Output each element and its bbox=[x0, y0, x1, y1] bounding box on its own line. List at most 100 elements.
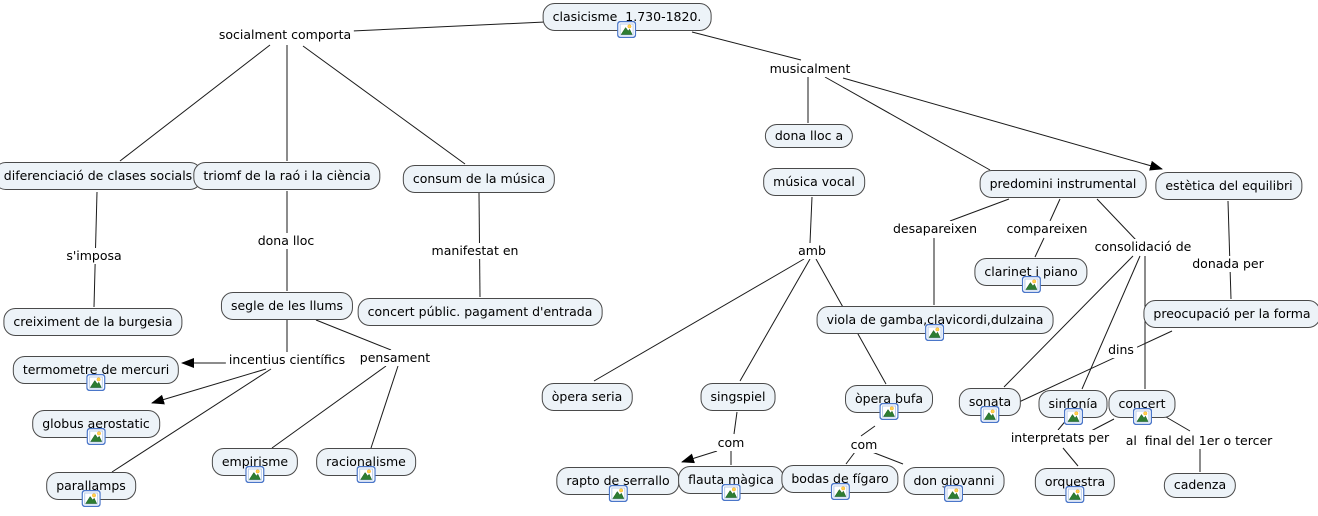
edge-concert-interpretats bbox=[1090, 418, 1115, 432]
link-label-com-right[interactable]: com bbox=[847, 437, 881, 453]
edge-consolidacio-sinfonia bbox=[1081, 255, 1141, 390]
node-clasicisme[interactable]: clasicisme 1.730-1820. bbox=[542, 3, 712, 39]
link-label-interpretats-per[interactable]: interpretats per bbox=[1007, 430, 1113, 446]
edge-compareixen-clarinet bbox=[1034, 237, 1045, 258]
node-bodas-figaro[interactable]: bodas de fígaro bbox=[781, 465, 899, 501]
link-label-consolidacio-de[interactable]: consolidació de bbox=[1091, 239, 1195, 255]
node-sonata[interactable]: sonata bbox=[958, 388, 1022, 424]
node-label: diferenciació de clases socials bbox=[3, 167, 193, 183]
node-orquestra[interactable]: orquestra bbox=[1034, 468, 1116, 504]
edge-amb-singspiel bbox=[739, 258, 811, 382]
edge-com-bodas bbox=[845, 451, 856, 465]
node-predomini-instrumental[interactable]: predomini instrumental bbox=[979, 170, 1147, 198]
image-resource-icon[interactable] bbox=[925, 323, 945, 342]
node-concert[interactable]: concert bbox=[1108, 390, 1176, 426]
image-resource-icon[interactable] bbox=[830, 482, 850, 501]
image-resource-icon[interactable] bbox=[81, 489, 101, 508]
node-label: bodas de fígaro bbox=[791, 470, 889, 486]
edge-incentius-parallamps bbox=[111, 368, 272, 473]
node-label: cadenza bbox=[1173, 477, 1227, 493]
node-segle-llums[interactable]: segle de les llums bbox=[220, 292, 354, 320]
image-resource-icon[interactable] bbox=[1021, 275, 1041, 294]
link-label-donada-per[interactable]: donada per bbox=[1189, 256, 1267, 272]
link-label-compareixen[interactable]: compareixen bbox=[1003, 221, 1091, 237]
node-label: predomini instrumental bbox=[989, 175, 1137, 191]
link-label-amb[interactable]: amb bbox=[795, 243, 829, 259]
edge-singspiel-com bbox=[733, 411, 738, 435]
link-label-socialment-comporta[interactable]: socialment comporta bbox=[215, 27, 355, 43]
node-label: òpera seria bbox=[551, 388, 623, 404]
edge-incentius-globus bbox=[151, 368, 267, 405]
edge-socialment-diferenciacio bbox=[119, 44, 271, 162]
image-resource-icon[interactable] bbox=[879, 402, 899, 421]
image-resource-icon[interactable] bbox=[1065, 485, 1085, 504]
node-dona-lloc-a[interactable]: dona lloc a bbox=[764, 124, 854, 148]
node-label: flauta màgica bbox=[688, 471, 774, 487]
node-estetica-equilibri[interactable]: estètica del equilibri bbox=[1155, 172, 1303, 200]
image-resource-icon[interactable] bbox=[617, 20, 637, 39]
node-parallamps[interactable]: parallamps bbox=[46, 472, 136, 508]
link-label-com-left[interactable]: com bbox=[714, 435, 748, 451]
node-label: orquestra bbox=[1044, 473, 1106, 489]
node-label: clarinet i piano bbox=[984, 263, 1078, 279]
link-label-manifestat-en[interactable]: manifestat en bbox=[428, 243, 522, 259]
image-resource-icon[interactable] bbox=[245, 465, 265, 484]
image-resource-icon[interactable] bbox=[721, 483, 741, 502]
node-preocupacio-forma[interactable]: preocupació per la forma bbox=[1143, 300, 1318, 328]
image-resource-icon[interactable] bbox=[86, 373, 106, 392]
image-resource-icon[interactable] bbox=[1132, 407, 1152, 426]
link-label-pensament[interactable]: pensament bbox=[356, 350, 434, 366]
link-label-musicalment[interactable]: musicalment bbox=[766, 61, 854, 77]
image-resource-icon[interactable] bbox=[980, 405, 1000, 424]
node-label: creiximent de la burgesia bbox=[13, 313, 173, 329]
edge-operabufa-com bbox=[860, 425, 876, 437]
node-rapto-serrallo[interactable]: rapto de serrallo bbox=[556, 467, 680, 503]
node-musica-vocal[interactable]: música vocal bbox=[763, 168, 865, 196]
image-resource-icon[interactable] bbox=[356, 465, 376, 484]
edge-predomini-desapareixen bbox=[949, 198, 1010, 222]
node-opera-bufa[interactable]: òpera bufa bbox=[845, 385, 933, 421]
node-viola-gamba[interactable]: viola de gamba,clavicordi,dulzaina bbox=[816, 306, 1054, 342]
node-label: concert públic. pagament d'entrada bbox=[367, 303, 593, 319]
node-racionalisme[interactable]: racionalisme bbox=[316, 448, 416, 484]
link-label-al-final[interactable]: al final del 1er o tercer bbox=[1122, 433, 1276, 449]
edge-segle-pensament bbox=[315, 319, 392, 351]
node-sinfonia[interactable]: sinfonía bbox=[1038, 390, 1108, 426]
node-globus-aerostatic[interactable]: globus aerostatic bbox=[32, 410, 160, 446]
link-label-desapareixen[interactable]: desapareixen bbox=[889, 221, 981, 237]
image-resource-icon[interactable] bbox=[1063, 407, 1083, 426]
image-resource-icon[interactable] bbox=[86, 427, 106, 446]
node-cadenza[interactable]: cadenza bbox=[1163, 473, 1237, 498]
image-resource-icon[interactable] bbox=[944, 484, 964, 503]
edge-pensament-empirisme bbox=[271, 365, 387, 449]
node-don-giovanni[interactable]: don giovanni bbox=[903, 467, 1005, 503]
node-creiximent-burgesia[interactable]: creiximent de la burgesia bbox=[3, 308, 183, 336]
node-clarinet-piano[interactable]: clarinet i piano bbox=[974, 258, 1088, 294]
node-diferenciacio-classes[interactable]: diferenciació de clases socials bbox=[0, 162, 203, 190]
link-label-incentius-cientifics[interactable]: incentius científics bbox=[225, 352, 349, 368]
edge-estetica-preocupacio bbox=[1227, 200, 1232, 300]
edge-clasicisme-socialment bbox=[351, 21, 546, 32]
node-label: clasicisme 1.730-1820. bbox=[552, 8, 702, 24]
node-flauta-magica[interactable]: flauta màgica bbox=[678, 466, 784, 502]
node-label: globus aerostatic bbox=[42, 415, 150, 431]
link-label-dins[interactable]: dins bbox=[1105, 342, 1137, 358]
node-consum-musica[interactable]: consum de la música bbox=[402, 165, 556, 193]
node-singspiel[interactable]: singspiel bbox=[700, 383, 776, 411]
edge-musicalment-estetica bbox=[842, 77, 1163, 171]
node-triomf-rao-ciencia[interactable]: triomf de la raó i la ciència bbox=[193, 162, 381, 190]
edge-musicavocal-amb bbox=[809, 196, 813, 244]
node-label: òpera bufa bbox=[855, 390, 923, 406]
node-label: empirisme bbox=[221, 453, 289, 469]
link-label-simposa[interactable]: s'imposa bbox=[63, 248, 125, 264]
node-label: segle de les llums bbox=[230, 297, 344, 313]
node-label: dona lloc a bbox=[774, 127, 844, 143]
link-label-dona-lloc[interactable]: dona lloc bbox=[254, 233, 318, 249]
image-resource-icon[interactable] bbox=[608, 484, 628, 503]
node-opera-seria[interactable]: òpera seria bbox=[541, 383, 633, 411]
edge-musicalment-predomini bbox=[824, 76, 991, 171]
node-termometre[interactable]: termometre de mercuri bbox=[12, 356, 180, 392]
node-concert-public[interactable]: concert públic. pagament d'entrada bbox=[357, 298, 603, 326]
node-empirisme[interactable]: empirisme bbox=[211, 448, 299, 484]
